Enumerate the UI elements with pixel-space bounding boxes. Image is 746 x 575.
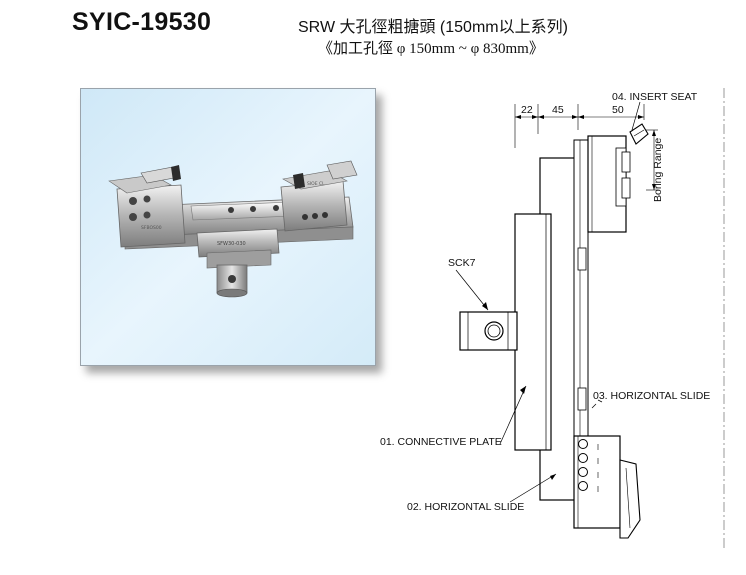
- right-engraving: SIOE CL: [307, 181, 325, 187]
- technical-drawing: 22 45 50 Boring Range 04. INSERT SEAT SC…: [360, 88, 746, 570]
- left-engraving: SFBOS00: [141, 225, 162, 231]
- label-connective-plate: 01. CONNECTIVE PLATE: [380, 436, 502, 448]
- product-title: SRW 大孔徑粗搪頭 (150mm以上系列): [298, 19, 568, 36]
- label-horizontal-slide-03: 03. HORIZONTAL SLIDE: [593, 390, 711, 402]
- boring-range-subtitle: 《加工孔徑 φ 150mm ~ φ 830mm》: [318, 41, 544, 57]
- label-insert-seat: 04. INSERT SEAT: [612, 91, 698, 103]
- center-engraving: SFW30-030: [217, 241, 246, 247]
- dim-22: 22: [521, 104, 533, 116]
- product-photo: SFBOS00 SIOE CL SFW30-030: [80, 88, 376, 366]
- model-number: SYIC-19530: [72, 8, 212, 36]
- dim-50: 50: [612, 104, 624, 116]
- label-horizontal-slide-02: 02. HORIZONTAL SLIDE: [407, 501, 525, 513]
- dim-45: 45: [552, 104, 564, 116]
- label-sck7: SCK7: [448, 257, 476, 269]
- boring-range-label: Boring Range: [652, 137, 664, 202]
